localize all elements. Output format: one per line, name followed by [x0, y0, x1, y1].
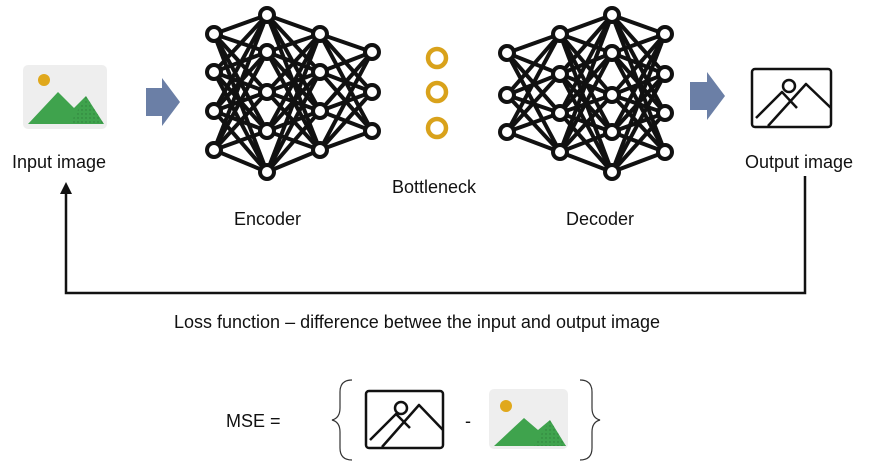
loss-feedback-arrow: [64, 176, 807, 295]
network-node: [363, 122, 381, 140]
network-node: [311, 102, 329, 120]
decoder-label: Decoder: [566, 209, 635, 229]
network-node: [205, 102, 223, 120]
arrow-decoder-output: [690, 72, 725, 120]
formula-braces: [331, 379, 601, 461]
loss-arrow-head: [60, 182, 72, 194]
input-image-label: Input image: [12, 152, 107, 172]
decoder-network-icon: [498, 6, 674, 181]
arrow-input-encoder: [146, 78, 180, 126]
network-node: [656, 25, 674, 43]
network-node: [363, 43, 381, 61]
network-node: [205, 25, 223, 43]
network-node: [311, 141, 329, 159]
network-node: [603, 6, 621, 24]
network-node: [551, 104, 569, 122]
network-node: [258, 43, 276, 61]
network-node: [551, 143, 569, 161]
network-node: [498, 44, 516, 62]
network-node: [656, 143, 674, 161]
network-node: [656, 65, 674, 83]
network-node: [603, 163, 621, 181]
network-node: [205, 63, 223, 81]
network-node: [311, 63, 329, 81]
output-image-label: Output image: [745, 152, 854, 172]
network-node: [258, 163, 276, 181]
network-node: [551, 25, 569, 43]
bottleneck-icon: [425, 46, 449, 140]
network-node: [258, 122, 276, 140]
loss-function-label: Loss function – difference betwee the in…: [174, 312, 661, 332]
network-node: [603, 44, 621, 62]
network-node: [258, 83, 276, 101]
network-node: [603, 86, 621, 104]
mse-label: MSE =: [226, 411, 281, 431]
network-node: [498, 86, 516, 104]
formula-output-image-icon: [364, 389, 445, 450]
minus-sign: -: [465, 411, 471, 431]
input-image-icon: [23, 65, 107, 129]
network-node: [498, 123, 516, 141]
output-image-icon: [750, 67, 833, 129]
network-node: [258, 6, 276, 24]
network-node: [205, 141, 223, 159]
encoder-network-icon: [205, 6, 381, 181]
network-node: [363, 83, 381, 101]
encoder-label: Encoder: [234, 209, 302, 229]
network-node: [656, 104, 674, 122]
network-node: [551, 65, 569, 83]
network-node: [311, 25, 329, 43]
formula-input-image-icon: [489, 389, 568, 449]
network-node: [603, 123, 621, 141]
bottleneck-label: Bottleneck: [392, 177, 477, 197]
